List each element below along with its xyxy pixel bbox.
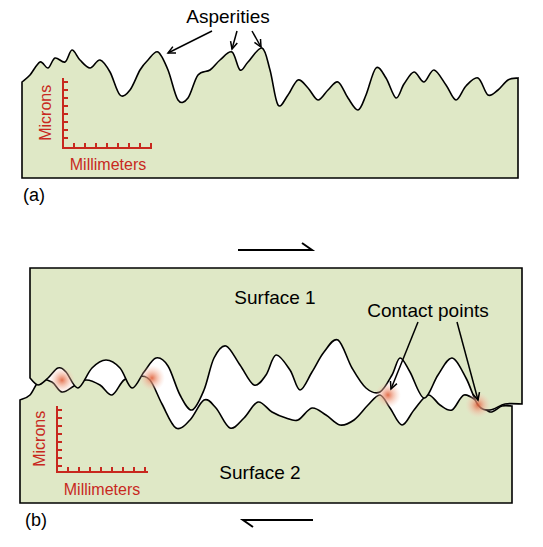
leader-line	[457, 322, 478, 400]
upper-surface-body: Surface 1	[234, 288, 315, 309]
scale-tick	[63, 89, 68, 91]
scale-tick	[111, 467, 113, 472]
scale-tick	[63, 137, 68, 139]
scale-tick	[117, 143, 119, 148]
scale-tick	[57, 433, 62, 435]
shear-arrow	[238, 243, 312, 250]
shear-arrow	[243, 520, 313, 527]
arrow-head	[168, 47, 176, 53]
scale-tick	[89, 467, 91, 472]
scale-tick	[57, 417, 62, 419]
contact-point	[139, 365, 165, 391]
scale-tick	[57, 409, 62, 411]
panel-label: (b)	[25, 511, 47, 531]
scale-tick	[150, 143, 152, 148]
scale-tick	[63, 129, 68, 131]
scale-tick	[63, 97, 68, 99]
scale-tick	[133, 467, 135, 472]
scale-tick	[63, 81, 68, 83]
leader-line	[391, 322, 418, 389]
scale-tick	[73, 143, 75, 148]
scale-tick	[57, 441, 62, 443]
scale-tick	[144, 467, 146, 472]
leader-line	[252, 31, 261, 47]
scale-bar	[63, 78, 152, 148]
surface-label: Surface 1	[234, 288, 315, 309]
scale-bar	[57, 406, 148, 472]
scale-tick	[57, 449, 62, 451]
scale-tick	[100, 467, 102, 472]
scale-tick	[63, 121, 68, 123]
lower-surface-body: Surface 2	[219, 463, 300, 484]
scale-tick	[122, 467, 124, 472]
callout-label: Contact points	[367, 301, 488, 322]
arrow-head	[231, 41, 238, 49]
scale-tick	[67, 467, 69, 472]
scale-tick	[139, 143, 141, 148]
scale-tick	[57, 465, 62, 467]
axis-label: Millimeters	[70, 156, 146, 174]
contact-point	[49, 367, 75, 393]
axis-label: Millimeters	[64, 481, 140, 499]
arrow-head	[390, 381, 396, 389]
arrow-head	[254, 39, 261, 47]
axis-label: Microns	[31, 411, 49, 467]
rough-surface	[22, 48, 518, 178]
callout-label: Asperities	[186, 7, 269, 28]
contact-point	[465, 392, 491, 418]
scale-tick	[63, 105, 68, 107]
scale-tick	[63, 113, 68, 115]
scale-tick	[57, 425, 62, 427]
leader-line	[168, 31, 212, 53]
upper-surface	[30, 268, 522, 410]
scale-tick	[106, 143, 108, 148]
scale-tick	[84, 143, 86, 148]
scale-tick	[128, 143, 130, 148]
surface-label: Surface 2	[219, 463, 300, 484]
axis-label: Microns	[37, 85, 55, 141]
lower-surface	[20, 376, 512, 503]
scale-tick	[57, 457, 62, 459]
scale-tick	[95, 143, 97, 148]
contact-point	[375, 382, 401, 408]
scale-tick	[78, 467, 80, 472]
arrow-head	[473, 392, 480, 400]
panel-label: (a)	[23, 186, 45, 206]
